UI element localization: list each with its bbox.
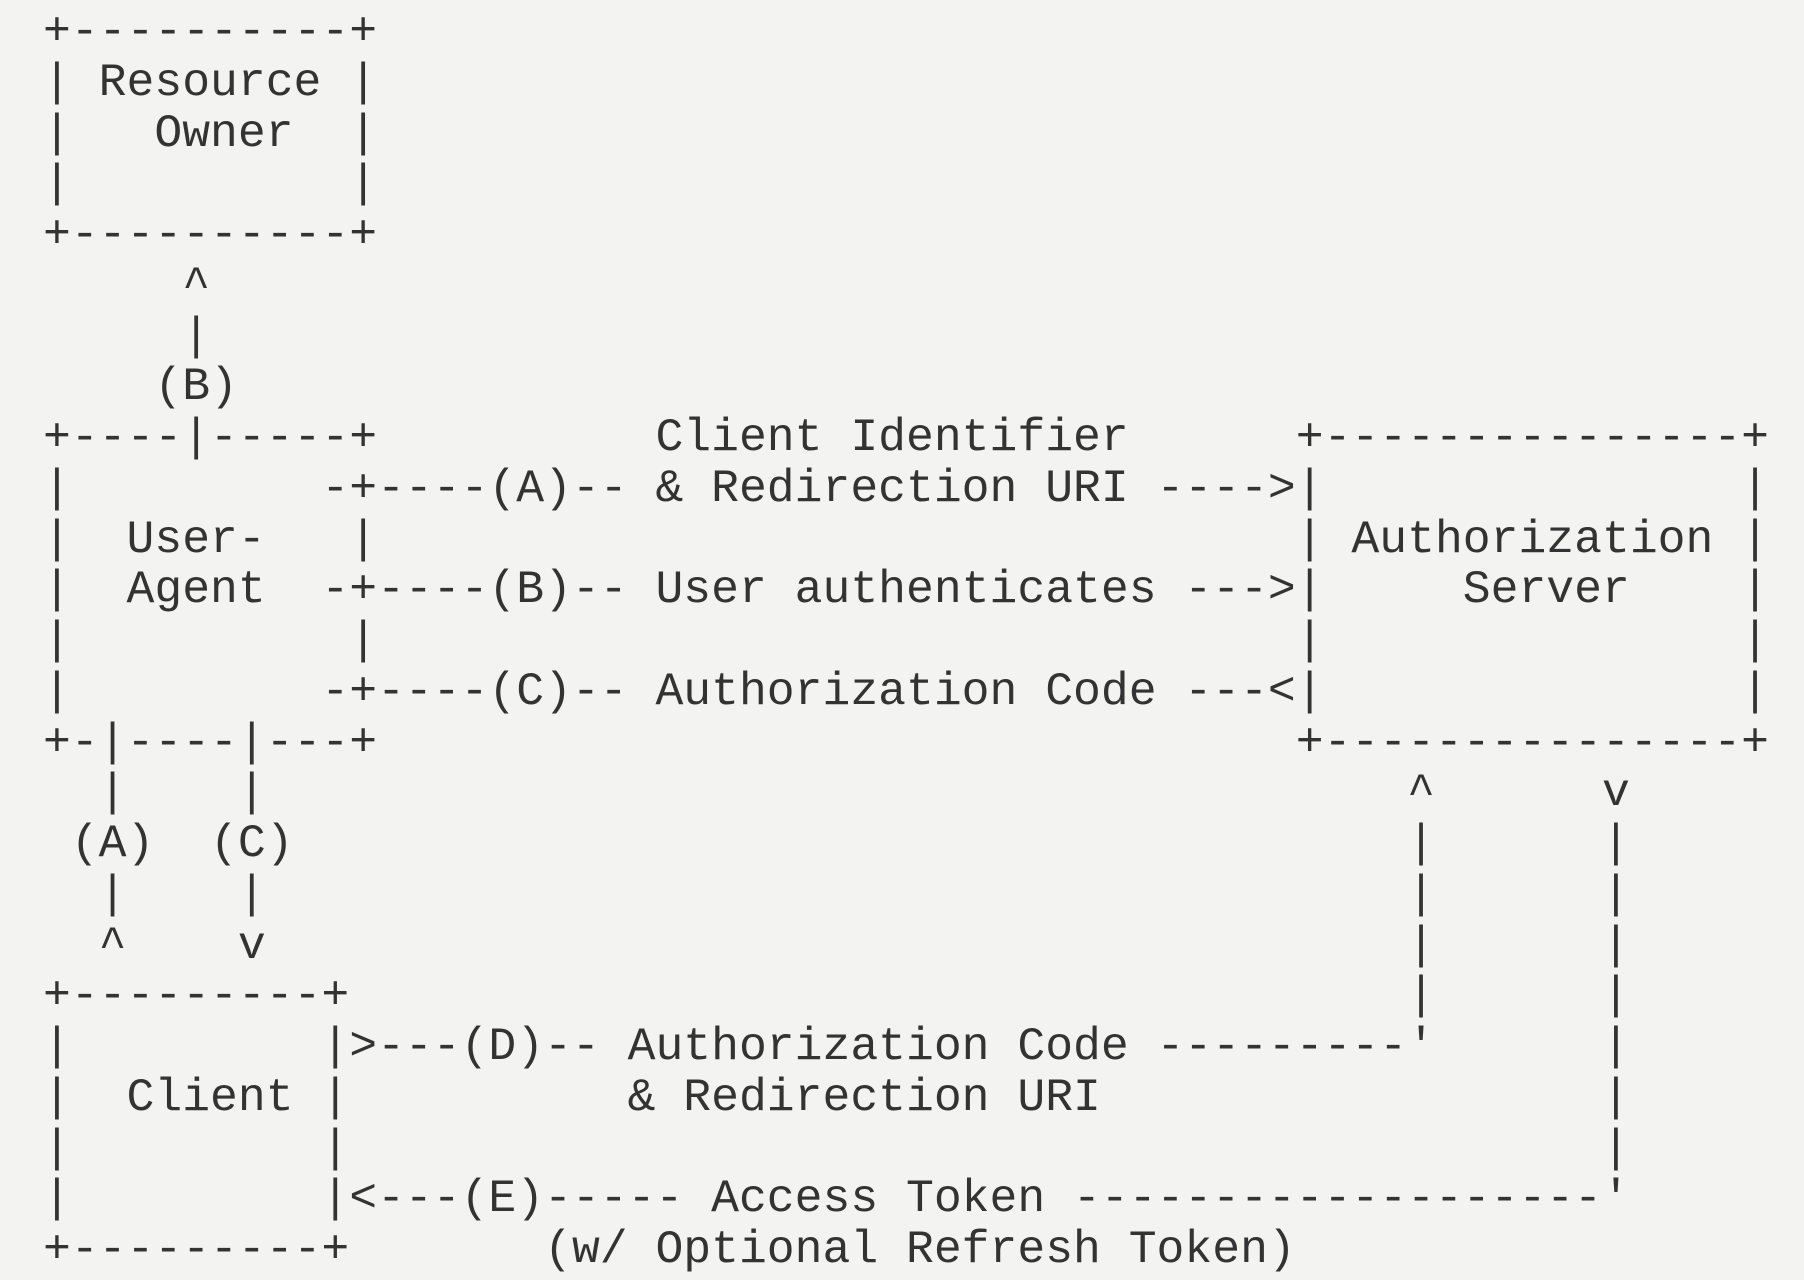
- diagram-line: +---------+ (w/ Optional Refresh Token): [43, 1223, 1296, 1276]
- diagram-line: (A) (C) | |: [43, 817, 1630, 870]
- diagram-line: +-|----|---+ +---------------+: [43, 715, 1770, 769]
- diagram-line: | Agent -+----(B)-- User authenticates -…: [43, 563, 1770, 617]
- diagram-line: | User- | | Authorization |: [43, 512, 1770, 566]
- authorization-code-flow-diagram: +----------+| Resource || Owner || |+---…: [43, 5, 1770, 1276]
- diagram-line: | |<---(E)----- Access Token -----------…: [43, 1172, 1630, 1226]
- diagram-line: +----------+: [43, 5, 378, 58]
- diagram-line: | Resource |: [43, 55, 378, 109]
- diagram-line: | Owner |: [43, 106, 378, 160]
- diagram-line: |: [43, 309, 211, 363]
- diagram-line: | |: [43, 157, 378, 211]
- diagram-line: | Client | & Redirection URI |: [43, 1070, 1630, 1124]
- diagram-line: | | | |: [43, 614, 1770, 667]
- diagram-line: +----------+: [43, 208, 378, 261]
- diagram-line: | -+----(A)-- & Redirection URI ---->| |: [43, 461, 1770, 515]
- diagram-line: ^ v | |: [43, 918, 1630, 972]
- diagram-line: | |>---(D)-- Authorization Code --------…: [43, 1020, 1630, 1073]
- diagram-line: +---------+ | |: [43, 969, 1630, 1023]
- diagram-line: | -+----(C)-- Authorization Code ---<| |: [43, 664, 1770, 718]
- diagram-line: ^: [43, 258, 211, 312]
- diagram-line: | | ^ v: [43, 766, 1630, 820]
- diagram-line: (B): [43, 360, 238, 414]
- diagram-line: +----|-----+ Client Identifier +--------…: [43, 411, 1770, 464]
- diagram-line: | | |: [43, 1121, 1630, 1175]
- diagram-line: | | | |: [43, 867, 1630, 921]
